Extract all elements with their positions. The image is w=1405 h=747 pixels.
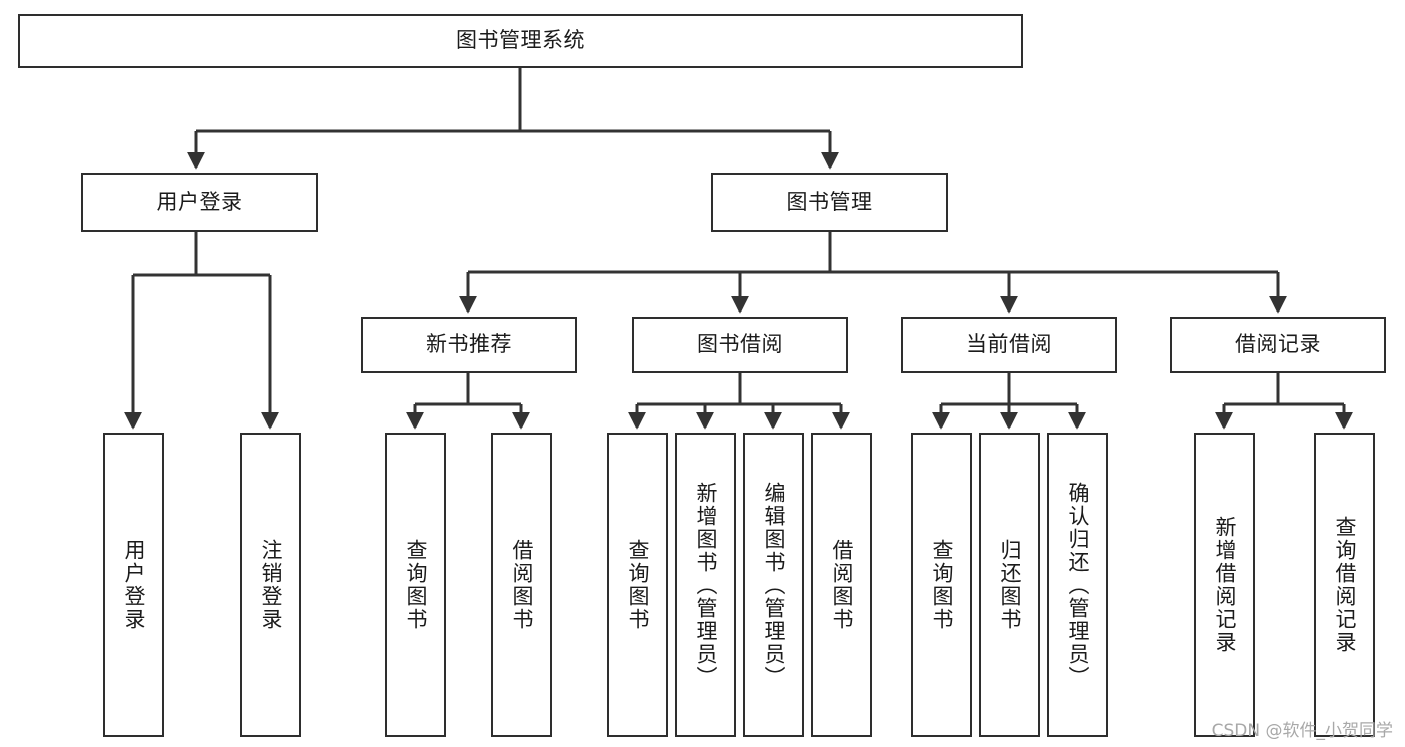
node-leaf-query-record-label: 查询借阅记录 [1332, 516, 1357, 654]
node-new-book-rec[interactable]: 新书推荐 [361, 317, 577, 373]
node-leaf-add-book-label: 新增图书（管理员） [693, 481, 718, 689]
node-leaf-borrow-book-2-label: 借阅图书 [829, 539, 854, 631]
node-root-label: 图书管理系统 [456, 28, 585, 53]
node-leaf-borrow-book-1[interactable]: 借阅图书 [491, 433, 552, 737]
node-leaf-confirm-return-label: 确认归还（管理员） [1065, 481, 1090, 689]
node-leaf-edit-book-label: 编辑图书（管理员） [761, 481, 786, 689]
node-leaf-query-book-1[interactable]: 查询图书 [385, 433, 446, 737]
node-leaf-add-book[interactable]: 新增图书（管理员） [675, 433, 736, 737]
node-leaf-query-book-1-label: 查询图书 [403, 539, 428, 631]
node-current-borrow[interactable]: 当前借阅 [901, 317, 1117, 373]
node-book-manage[interactable]: 图书管理 [711, 173, 948, 232]
node-leaf-user-login[interactable]: 用户登录 [103, 433, 164, 737]
node-leaf-user-logout[interactable]: 注销登录 [240, 433, 301, 737]
node-leaf-edit-book[interactable]: 编辑图书（管理员） [743, 433, 804, 737]
node-root[interactable]: 图书管理系统 [18, 14, 1023, 68]
node-current-borrow-label: 当前借阅 [966, 332, 1052, 357]
node-leaf-confirm-return[interactable]: 确认归还（管理员） [1047, 433, 1108, 737]
node-leaf-query-record[interactable]: 查询借阅记录 [1314, 433, 1375, 737]
node-leaf-query-book-2-label: 查询图书 [625, 539, 650, 631]
node-borrow-record[interactable]: 借阅记录 [1170, 317, 1386, 373]
node-leaf-add-record[interactable]: 新增借阅记录 [1194, 433, 1255, 737]
node-leaf-query-book-2[interactable]: 查询图书 [607, 433, 668, 737]
node-user-login-label: 用户登录 [156, 189, 243, 214]
node-borrow-record-label: 借阅记录 [1235, 332, 1321, 357]
node-new-book-rec-label: 新书推荐 [426, 332, 512, 357]
node-leaf-user-logout-label: 注销登录 [258, 539, 283, 631]
node-leaf-user-login-label: 用户登录 [121, 539, 146, 631]
node-leaf-query-book-3-label: 查询图书 [929, 539, 954, 631]
node-leaf-borrow-book-1-label: 借阅图书 [509, 539, 534, 631]
node-book-manage-label: 图书管理 [786, 189, 873, 214]
node-leaf-query-book-3[interactable]: 查询图书 [911, 433, 972, 737]
node-user-login[interactable]: 用户登录 [81, 173, 318, 232]
node-leaf-add-record-label: 新增借阅记录 [1212, 516, 1237, 654]
node-book-borrow[interactable]: 图书借阅 [632, 317, 848, 373]
node-book-borrow-label: 图书借阅 [697, 332, 783, 357]
node-leaf-return-book-label: 归还图书 [997, 539, 1022, 631]
node-leaf-return-book[interactable]: 归还图书 [979, 433, 1040, 737]
node-leaf-borrow-book-2[interactable]: 借阅图书 [811, 433, 872, 737]
